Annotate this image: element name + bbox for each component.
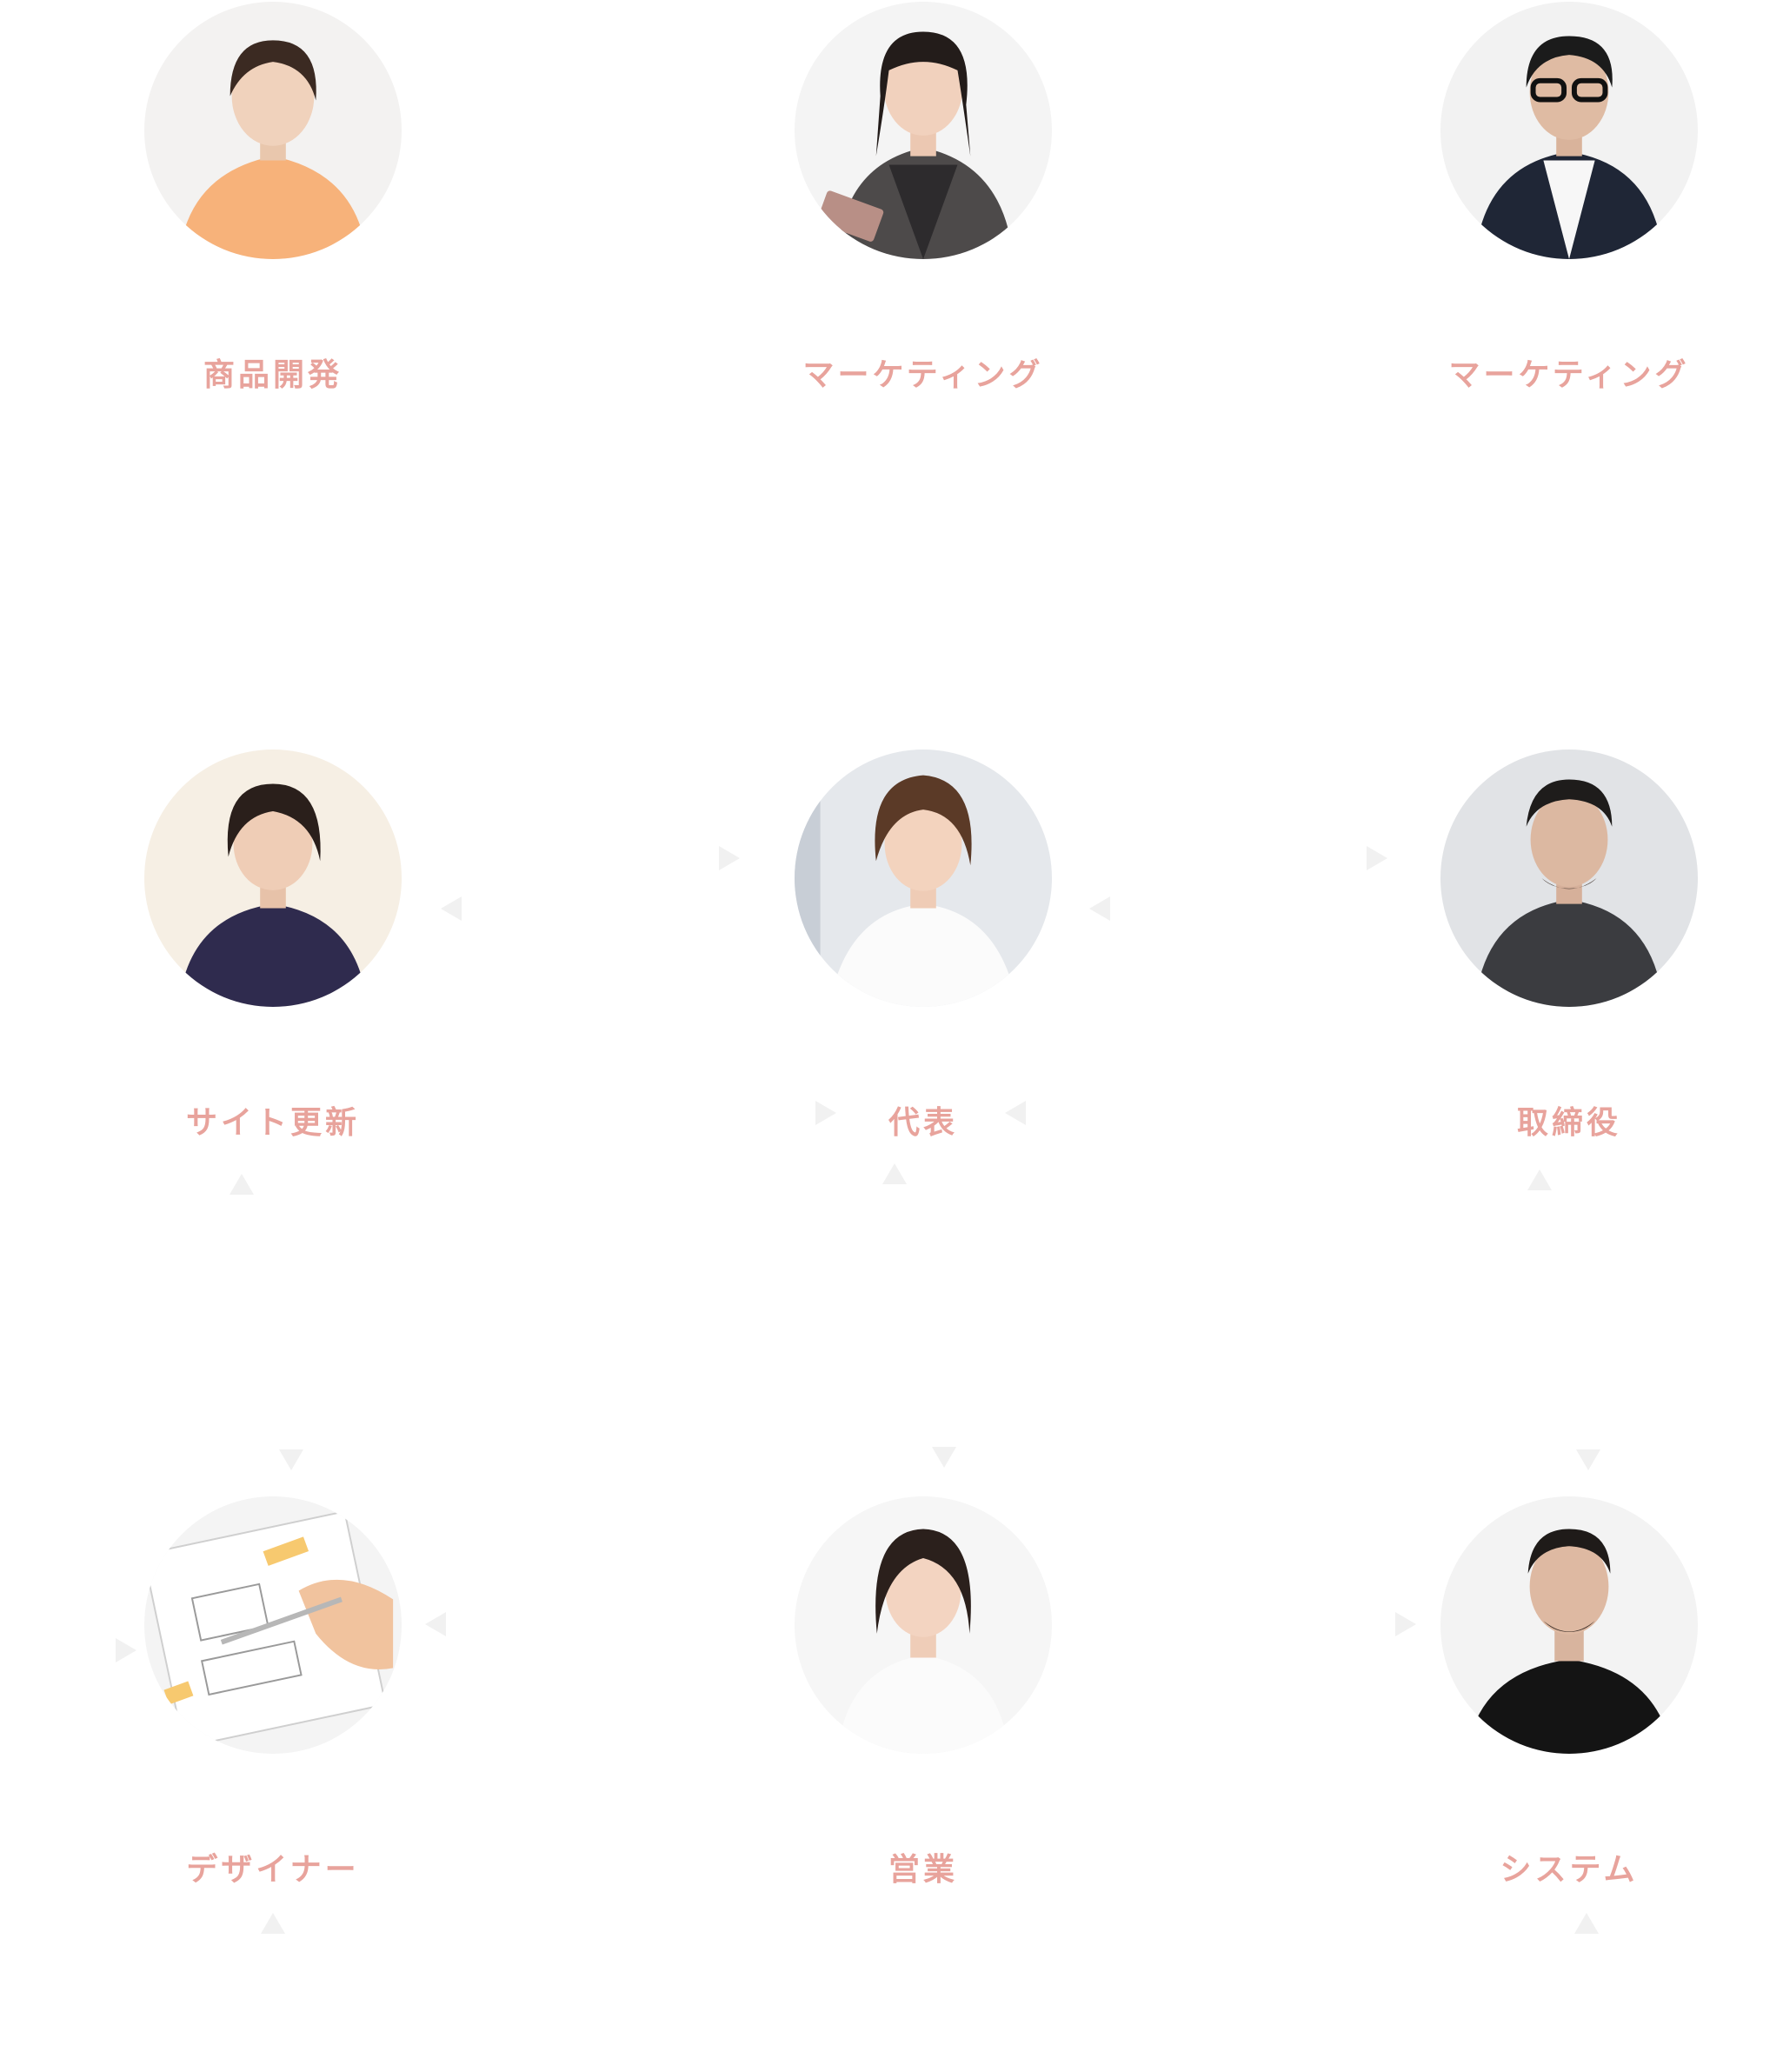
member-role: マーケティング [1448, 357, 1690, 393]
arrow-left-icon [1005, 1101, 1026, 1125]
arrow-down-icon [279, 1449, 303, 1470]
arrow-up-icon [882, 1163, 907, 1184]
member-photo-representative[interactable] [795, 750, 1052, 1007]
arrow-up-icon [230, 1174, 254, 1195]
member-card[interactable]: サイト更新 [143, 750, 403, 1143]
arrow-left-icon [1089, 896, 1110, 921]
member-photo-director[interactable] [1440, 750, 1698, 1007]
arrow-right-icon [1395, 1612, 1416, 1636]
member-card[interactable]: マーケティング [1439, 2, 1700, 395]
member-role: 取締役 [1516, 1105, 1621, 1141]
arrow-down-icon [1576, 1449, 1600, 1470]
member-role: 代表 [888, 1105, 958, 1141]
member-card[interactable]: 取締役 [1439, 750, 1700, 1143]
member-photo-system[interactable] [1440, 1496, 1698, 1754]
member-photo-product-dev[interactable] [144, 2, 402, 259]
arrow-left-icon [425, 1612, 446, 1636]
member-photo-site-update[interactable] [144, 750, 402, 1007]
arrow-right-icon [815, 1101, 836, 1125]
member-card[interactable]: 代表 [793, 750, 1054, 1143]
member-role: 商品開発 [203, 357, 343, 393]
member-role: マーケティング [802, 357, 1044, 393]
arrow-up-icon [1527, 1169, 1552, 1190]
member-photo-sales[interactable] [795, 1496, 1052, 1754]
arrow-down-icon [932, 1447, 956, 1468]
member-role: システム [1500, 1852, 1639, 1888]
member-card[interactable]: 営業 [793, 1496, 1054, 1889]
member-role: サイト更新 [185, 1105, 360, 1141]
member-photo-designer[interactable] [144, 1496, 402, 1754]
arrow-left-icon [441, 896, 462, 921]
arrow-up-icon [261, 1913, 285, 1934]
member-card[interactable]: デザイナー [143, 1496, 403, 1889]
arrow-up-icon [1574, 1913, 1599, 1934]
member-role: 営業 [888, 1852, 958, 1888]
member-card[interactable]: マーケティング [793, 2, 1054, 395]
member-photo-marketing-2[interactable] [1440, 2, 1698, 259]
member-photo-marketing-1[interactable] [795, 2, 1052, 259]
member-card[interactable]: 商品開発 [143, 2, 403, 395]
member-role: デザイナー [186, 1852, 360, 1888]
arrow-right-icon [116, 1638, 136, 1662]
member-card[interactable]: システム [1439, 1496, 1700, 1889]
arrow-right-icon [719, 846, 740, 870]
arrow-right-icon [1367, 846, 1387, 870]
